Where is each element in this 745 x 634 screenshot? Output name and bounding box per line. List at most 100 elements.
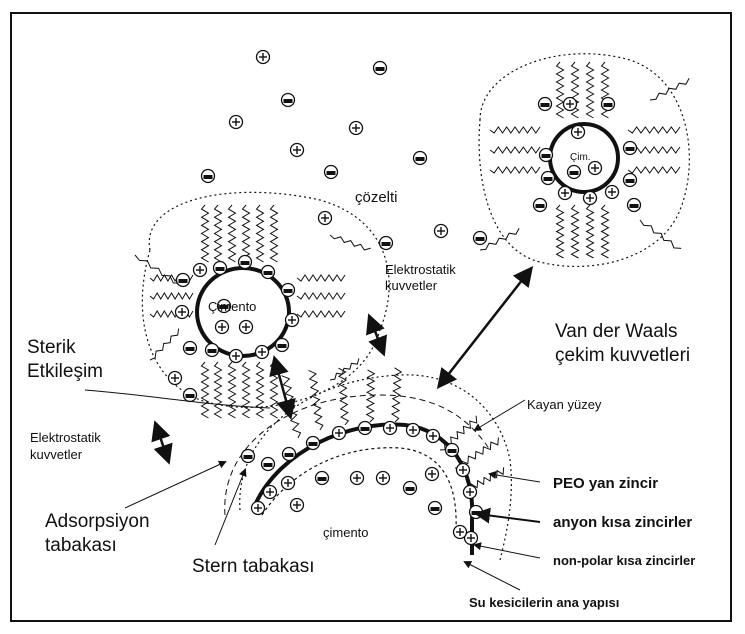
anion-icon: [262, 266, 275, 279]
anion-icon: [276, 339, 289, 352]
solution-label: çözelti: [355, 190, 398, 207]
electrostatic-arrow-left: [156, 425, 168, 460]
anion-icon: [239, 256, 252, 269]
anion-label: anyon kısa zincirler: [553, 515, 692, 532]
anion-icon: [470, 506, 483, 519]
anion-icon: [568, 166, 581, 179]
steric-leader: [85, 390, 270, 408]
nonpolar-leader: [475, 545, 540, 558]
cimento-lower-label: çimento: [323, 526, 369, 540]
anion-icon: [446, 444, 459, 457]
cation-icon: [333, 427, 346, 440]
cation-icon: [427, 430, 440, 443]
cation-icon: [559, 187, 572, 200]
cation-icon: [384, 422, 397, 435]
cation-icon: [256, 346, 269, 359]
vdw-label-line1: Van der Waals: [555, 322, 678, 343]
nonpolar-label: non-polar kısa zincirler: [553, 554, 695, 568]
cation-icon: [282, 477, 295, 490]
anion-icon: [539, 98, 552, 111]
anion-icon: [184, 342, 197, 355]
anion-icon: [404, 482, 417, 495]
anion-icon: [325, 166, 338, 179]
anion-icon: [414, 152, 427, 165]
anion-icon: [624, 142, 637, 155]
cim-small-label: Çim.: [570, 152, 591, 163]
anion-icon: [359, 422, 372, 435]
anion-icon: [177, 274, 190, 287]
anion-icon: [628, 199, 641, 212]
anion-icon: [242, 450, 255, 463]
cation-icon: [435, 225, 448, 238]
cation-icon: [264, 486, 277, 499]
cation-icon: [286, 314, 299, 327]
cation-icon: [257, 51, 270, 64]
cation-icon: [319, 212, 332, 225]
anion-icon: [374, 62, 387, 75]
anion-icon: [282, 94, 295, 107]
cation-icon: [291, 144, 304, 157]
electrostatic-label-upper-line1: Elektrostatik: [385, 263, 456, 277]
anion-icon: [429, 502, 442, 515]
anion-icon: [380, 237, 393, 250]
electrostatic-label-upper-line2: kuvvetler: [385, 279, 437, 293]
vdw-arrow: [440, 270, 530, 385]
backbone-leader: [465, 562, 520, 590]
steric-label-line1: Sterik: [27, 338, 76, 359]
anion-icon: [534, 199, 547, 212]
cation-icon: [457, 464, 470, 477]
cation-icon: [351, 472, 364, 485]
cation-icon: [454, 526, 467, 539]
cation-icon: [194, 264, 207, 277]
anion-icon: [542, 172, 555, 185]
steric-label-line2: Etkileşim: [27, 362, 103, 383]
cation-icon: [176, 306, 189, 319]
anion-icon: [202, 170, 215, 183]
anion-icon: [602, 98, 615, 111]
backbone-label: Su kesicilerin ana yapısı: [469, 596, 619, 610]
anion-icon: [624, 174, 637, 187]
peo-leader: [490, 474, 540, 482]
cation-icon: [377, 472, 390, 485]
cation-icon: [564, 98, 577, 111]
anion-icon: [214, 262, 227, 275]
stern-leader: [215, 470, 245, 545]
slip-surface-label: Kayan yüzey: [527, 398, 601, 412]
vdw-label-line2: çekim kuvvetleri: [555, 346, 690, 367]
cation-icon: [584, 192, 597, 205]
stern-label: Stern tabakası: [192, 557, 315, 578]
cimento-upper-label: Çimento: [208, 300, 256, 314]
electrostatic-arrow-upper: [370, 318, 383, 352]
electrostatic-label-left-line1: Elektrostatik: [30, 431, 101, 445]
peo-label: PEO yan zincir: [553, 476, 658, 493]
cation-icon: [426, 468, 439, 481]
anion-icon: [474, 232, 487, 245]
anion-icon: [262, 458, 275, 471]
cation-icon: [240, 321, 253, 334]
cation-icon: [350, 122, 363, 135]
cation-icon: [606, 186, 619, 199]
anion-icon: [316, 472, 329, 485]
cation-icon: [407, 424, 420, 437]
adsorption-label-line2: tabakası: [45, 536, 117, 557]
cation-icon: [464, 486, 477, 499]
cation-icon: [589, 162, 602, 175]
anion-icon: [540, 149, 553, 162]
slip-surface-leader: [475, 400, 525, 430]
steric-arrow: [275, 360, 290, 415]
adsorption-leader: [125, 462, 225, 508]
ion-symbols: [169, 51, 641, 545]
cation-icon: [169, 372, 182, 385]
anion-icon: [282, 284, 295, 297]
cation-icon: [291, 499, 304, 512]
adsorption-label-line1: Adsorpsiyon: [45, 512, 150, 533]
cation-icon: [216, 321, 229, 334]
anion-icon: [206, 344, 219, 357]
cation-icon: [230, 350, 243, 363]
cation-icon: [252, 502, 265, 515]
electrostatic-label-left-line2: kuvvetler: [30, 448, 82, 462]
anion-icon: [307, 437, 320, 450]
anion-icon: [283, 448, 296, 461]
cation-icon: [230, 116, 243, 129]
anion-icon: [184, 389, 197, 402]
